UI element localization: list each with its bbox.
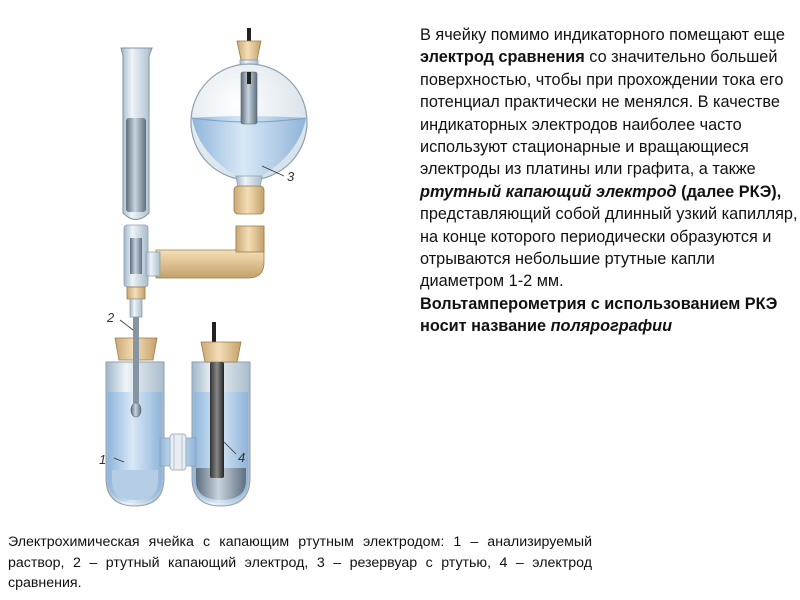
label-2: 2 [106, 310, 115, 325]
h-cell [105, 317, 251, 507]
explanation-text: В ячейку помимо индикаторного помещают е… [420, 24, 798, 338]
label-1: 1 [99, 452, 106, 467]
connecting-tubing [123, 224, 265, 318]
term-polarography: полярографии [550, 317, 673, 336]
paragraph-reference-electrode: В ячейку помимо индикаторного помещают е… [420, 24, 798, 293]
label-3: 3 [287, 169, 295, 184]
figure-caption: Электрохимическая ячейка с капающим ртут… [8, 534, 592, 591]
callout-lines [113, 165, 285, 463]
term-reference-electrode: электрод сравнения [420, 48, 585, 67]
text-p1-c: представляющий собой длинный узкий капил… [420, 205, 798, 291]
electrochemical-cell-illustration: 2 1 3 4 [99, 28, 308, 507]
mercury-reservoir [190, 28, 308, 215]
text-p2-a: Вольтамперометрия с использованием РКЭ н… [420, 294, 778, 336]
leveling-tube [120, 47, 153, 220]
paragraph-polarography: Вольтамперометрия с использованием РКЭ н… [420, 293, 798, 338]
term-abbreviation: (далее РКЭ), [676, 182, 782, 201]
text-p1-a: В ячейку помимо индикаторного помещают е… [420, 26, 785, 44]
text-p1-b: со значительно большей поверхностью, что… [420, 48, 784, 179]
label-4: 4 [238, 450, 245, 465]
term-dropping-mercury-electrode: ртутный капающий электрод [420, 182, 677, 201]
